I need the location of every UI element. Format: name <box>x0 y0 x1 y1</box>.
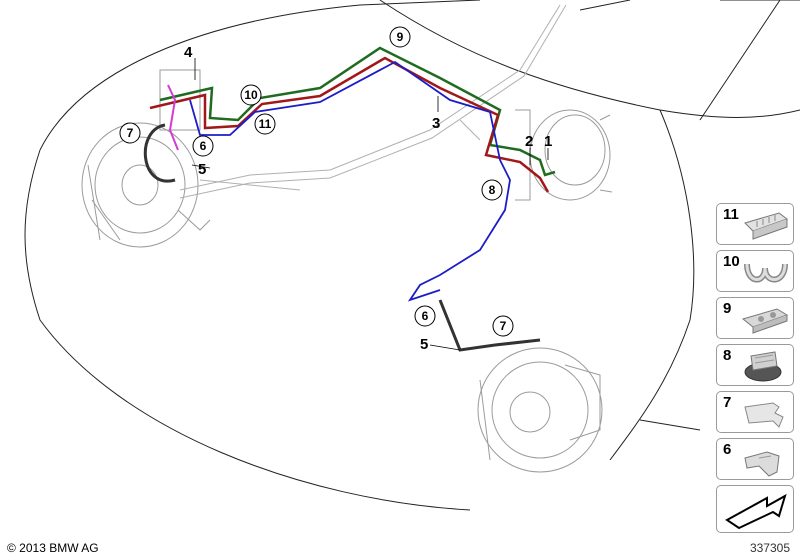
callout-2: 2 <box>525 133 533 150</box>
callout-circle-11: 11 <box>254 113 276 135</box>
legend-number: 9 <box>723 300 732 317</box>
svg-text:10: 10 <box>244 88 258 102</box>
spring-clip-icon <box>744 402 784 428</box>
left-brake-disc <box>81 69 211 248</box>
copyright-text: © 2013 BMW AG <box>7 541 99 555</box>
brake-line-blue <box>189 60 511 302</box>
callout-circle-7-right: 7 <box>492 315 514 337</box>
car-body-outline <box>24 0 800 511</box>
direction-arrow-icon <box>725 493 787 530</box>
holder-icon <box>741 308 789 334</box>
legend-number: 10 <box>723 253 740 270</box>
legend-item-6: 6 <box>716 438 794 480</box>
svg-text:7: 7 <box>500 319 507 333</box>
direction-indicator <box>716 485 794 533</box>
legend-number: 8 <box>723 347 732 364</box>
brake-hose-right <box>438 299 541 352</box>
parts-legend: 11 10 9 8 7 6 <box>716 203 796 538</box>
bracket-clip-icon <box>744 451 780 477</box>
svg-text:8: 8 <box>489 183 496 197</box>
grommet-icon <box>744 351 782 382</box>
svg-text:11: 11 <box>259 117 272 131</box>
chassis-lines <box>179 4 567 199</box>
svg-text:6: 6 <box>200 139 207 153</box>
legend-number: 6 <box>723 441 732 458</box>
legend-item-8: 8 <box>716 344 794 386</box>
callout-circle-10: 10 <box>240 84 262 106</box>
callout-circle-7-left: 7 <box>119 122 141 144</box>
svg-text:7: 7 <box>127 126 134 140</box>
legend-item-7: 7 <box>716 391 794 433</box>
callout-5-right: 5 <box>420 336 428 353</box>
legend-number: 7 <box>723 394 732 411</box>
brake-line-red <box>149 56 550 193</box>
callout-circle-9: 9 <box>389 26 411 48</box>
right-brake-disc <box>477 347 603 473</box>
leader-lines <box>191 58 549 351</box>
double-clip-icon <box>744 263 788 283</box>
callout-3: 3 <box>432 115 440 132</box>
legend-item-11: 11 <box>716 203 794 245</box>
svg-text:6: 6 <box>422 309 429 323</box>
callout-1: 1 <box>544 133 552 150</box>
legend-item-10: 10 <box>716 250 794 292</box>
brake-hose-left <box>143 123 176 183</box>
callout-4: 4 <box>184 44 193 61</box>
legend-number: 11 <box>723 206 739 223</box>
brake-line-green <box>159 46 556 177</box>
diagram-id: 337305 <box>749 541 790 555</box>
legend-item-9: 9 <box>716 297 794 339</box>
svg-text:9: 9 <box>397 30 404 44</box>
brake-line-magenta <box>167 84 179 151</box>
clip-icon <box>744 212 789 240</box>
callout-circle-6-left: 6 <box>192 135 214 157</box>
callout-5-left: 5 <box>198 161 206 178</box>
callout-circle-6-right: 6 <box>414 305 436 327</box>
callout-circle-8: 8 <box>481 179 503 201</box>
